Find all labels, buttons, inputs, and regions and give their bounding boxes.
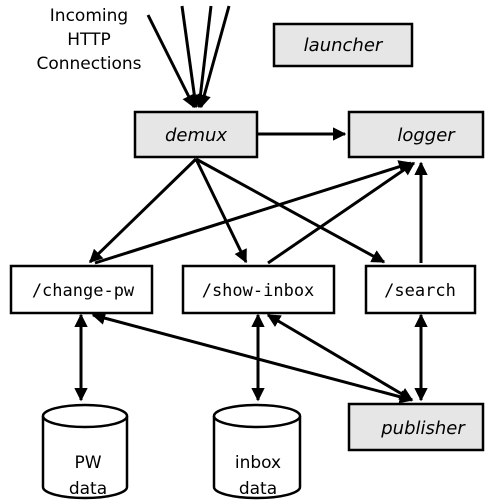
node-show-inbox: /show-inbox	[181, 264, 336, 315]
edge-demux-show-inbox	[194, 158, 248, 264]
node-logger-label: logger	[397, 125, 456, 146]
edges	[74, 127, 428, 404]
node-launcher-label: launcher	[304, 35, 384, 56]
node-search: /search	[364, 264, 477, 315]
incoming-label-line3: Connections	[36, 54, 141, 74]
edge-demux-change-pw	[88, 157, 198, 264]
incoming-arrow-4	[197, 5, 231, 109]
incoming-connections	[146, 5, 231, 109]
datastore-pw: PW data	[41, 403, 129, 500]
node-logger: logger	[347, 110, 485, 159]
node-change-pw: /change-pw	[9, 264, 154, 315]
node-change-pw-label: /change-pw	[32, 281, 135, 301]
node-demux-label: demux	[165, 125, 227, 146]
node-demux: demux	[133, 110, 259, 159]
datastore-inbox-line1: inbox	[235, 453, 281, 473]
edge-demux-search	[195, 157, 386, 264]
incoming-label-line2: HTTP	[67, 30, 111, 50]
node-search-label: /search	[384, 281, 456, 301]
edge-change-pw-logger	[94, 160, 413, 265]
node-show-inbox-label: /show-inbox	[202, 281, 315, 301]
datastore-inbox-line2: data	[239, 479, 277, 499]
node-launcher: launcher	[272, 22, 414, 68]
incoming-arrow-2	[180, 5, 202, 109]
incoming-label-line1: Incoming	[50, 6, 128, 26]
incoming-arrow-1	[146, 14, 196, 109]
incoming-arrow-3	[193, 5, 213, 109]
datastore-pw-line1: PW	[74, 453, 101, 473]
edge-show-inbox-logger	[267, 161, 416, 265]
edge-show-inbox-publisher	[266, 313, 414, 402]
datastore-pw-line2: data	[69, 479, 107, 499]
incoming-label: Incoming HTTP Connections	[36, 6, 141, 74]
datastore-inbox: inbox data	[212, 403, 302, 500]
node-publisher: publisher	[347, 402, 485, 452]
edge-change-pw-publisher	[91, 311, 414, 404]
node-publisher-label: publisher	[380, 418, 466, 439]
